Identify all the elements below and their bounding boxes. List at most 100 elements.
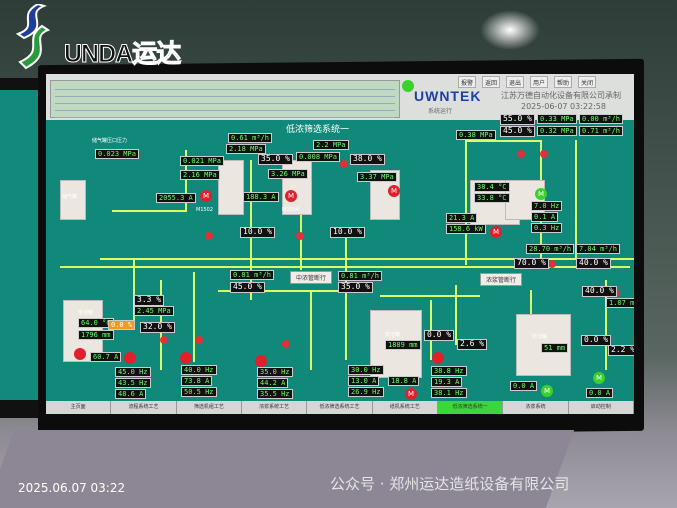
- motor-icon[interactable]: M: [593, 372, 605, 384]
- pipe: [193, 272, 195, 362]
- readout-value: 0.3 Hz: [531, 223, 563, 233]
- pipe: [465, 140, 540, 142]
- toolbar-button[interactable]: 帮助: [554, 76, 573, 88]
- alarm-row[interactable]: [55, 112, 395, 118]
- pressure-screen-1: [218, 160, 244, 215]
- readout-value: 35.0 %: [258, 154, 293, 165]
- readout-value: 10.0 %: [330, 227, 365, 238]
- toolbar-button[interactable]: 用户: [530, 76, 549, 88]
- readout-value: 3.26 MPa: [268, 169, 308, 179]
- readout-value: 51 mm: [541, 343, 569, 353]
- pump-body: [505, 180, 545, 220]
- readout-value: 21.3 A: [446, 213, 478, 223]
- tab[interactable]: 筛选机组工艺: [177, 401, 242, 414]
- valve-icon[interactable]: [160, 336, 168, 344]
- tab[interactable]: 浓浆系统工艺: [242, 401, 308, 414]
- pipe: [185, 150, 187, 210]
- toolbar-button[interactable]: 退出: [506, 76, 525, 88]
- pipe: [575, 140, 577, 260]
- readout-value: 35.0 Hz: [257, 367, 293, 377]
- motor-icon[interactable]: M: [200, 190, 212, 202]
- readout-value: 40.0 Hz: [181, 365, 217, 375]
- toolbar-button[interactable]: 关闭: [578, 76, 597, 88]
- hmi-datetime: 2025-06-07 03:22:58: [521, 102, 606, 111]
- readout-value: 45.0 %: [230, 282, 265, 293]
- motor-icon[interactable]: M: [541, 385, 553, 397]
- hmi-brand: UWNTEK: [414, 88, 482, 104]
- readout-value: 0.71 m³/h: [579, 126, 623, 136]
- readout-value: 3.3 %: [134, 295, 165, 306]
- alarm-row[interactable]: [55, 91, 395, 97]
- air-tank: [60, 180, 86, 220]
- tab[interactable]: 浓浆系统: [503, 401, 569, 414]
- valve-icon[interactable]: [205, 232, 213, 240]
- readout-value: 1889 mm: [385, 340, 421, 350]
- pipe: [310, 290, 312, 370]
- tab[interactable]: 纸机系统工艺: [373, 401, 438, 414]
- keyboard: [0, 430, 575, 508]
- valve-icon[interactable]: [195, 336, 203, 344]
- readout-value: 73.8 A: [181, 376, 213, 386]
- readout-value: 0.33 MPa: [537, 114, 577, 124]
- readout-value: 40.0 %: [582, 286, 617, 297]
- valve-icon[interactable]: [340, 160, 348, 168]
- valve-icon[interactable]: [282, 340, 290, 348]
- tab[interactable]: 主页面: [46, 401, 112, 414]
- motor-icon[interactable]: [432, 352, 444, 364]
- readout-value: 10.0 %: [240, 227, 275, 238]
- readout-value: 0.0 A: [510, 381, 538, 391]
- motor-icon[interactable]: [74, 348, 86, 360]
- readout-value: 55.0 %: [500, 114, 535, 125]
- readout-value: 158.6 kW: [446, 224, 486, 234]
- tab[interactable]: 启动控制: [569, 401, 634, 414]
- motor-icon[interactable]: M: [285, 190, 297, 202]
- valve-icon[interactable]: [540, 150, 548, 158]
- readout-value: 7.04 m³/h: [576, 244, 620, 254]
- motor-icon[interactable]: [124, 352, 136, 364]
- pipe: [455, 285, 457, 345]
- valve-icon[interactable]: [548, 260, 556, 268]
- toolbar-button[interactable]: 报警: [458, 76, 477, 88]
- orange-setpoint[interactable]: 0.0 %: [108, 320, 136, 330]
- readout-value: 0.023 MPa: [95, 149, 139, 159]
- label-m1502: M1502: [196, 207, 214, 213]
- readout-value: 0.0 A: [586, 388, 614, 398]
- readout-value: 44.2 A: [257, 378, 289, 388]
- motor-icon[interactable]: [255, 355, 267, 367]
- tab[interactable]: 低浓筛选系统工艺: [307, 401, 373, 414]
- readout-value: 13.0 A: [348, 376, 380, 386]
- hmi-screen: UWNTEK 系统运行 江苏万德自动化设备有限公司承制 2025-06-07 0…: [46, 74, 634, 414]
- readout-value: 0.021 MPa: [180, 156, 224, 166]
- motor-icon[interactable]: [180, 352, 192, 364]
- label-tank1: 浆池罐: [78, 310, 94, 316]
- readout-value: 33.8 °C: [474, 193, 510, 203]
- readout-value: 60.7 A: [90, 352, 122, 362]
- readout-value: 38.0 %: [350, 154, 385, 165]
- tab[interactable]: 低浓筛选系统一: [437, 401, 504, 414]
- readout-value: 1796 mm: [78, 330, 114, 340]
- tab[interactable]: 流程系统工艺: [111, 401, 177, 414]
- alarm-list[interactable]: [50, 80, 400, 118]
- label-tank2: 浆池罐: [385, 332, 401, 338]
- company-name: 江苏万德自动化设备有限公司承制: [501, 91, 621, 100]
- valve-icon[interactable]: [517, 150, 525, 158]
- valve-icon[interactable]: [296, 232, 304, 240]
- hmi-tab-bar: 主页面流程系统工艺筛选机组工艺浓浆系统工艺低浓筛选系统工艺纸机系统工艺低浓筛选系…: [46, 401, 634, 414]
- pipe: [345, 230, 347, 360]
- readout-value: 0.0 %: [424, 330, 455, 341]
- label-m1504: M1504: [282, 207, 300, 213]
- readout-value: 70.0 %: [514, 258, 549, 269]
- alarm-row[interactable]: [55, 84, 395, 90]
- readout-value: 43.5 Hz: [115, 378, 151, 388]
- pipe: [133, 260, 135, 320]
- motor-icon[interactable]: M: [490, 226, 502, 238]
- readout-value: 0.81 m³/h: [338, 271, 382, 281]
- motor-icon[interactable]: M: [535, 188, 547, 200]
- readout-value: 0.38 MPa: [456, 130, 496, 140]
- toolbar-button[interactable]: 返回: [482, 76, 501, 88]
- motor-icon[interactable]: M: [388, 185, 400, 197]
- photo-timestamp: 2025.06.07 03:22: [18, 481, 126, 495]
- alarm-row[interactable]: [55, 105, 395, 111]
- alarm-row[interactable]: [55, 98, 395, 104]
- motor-icon[interactable]: M: [405, 388, 417, 400]
